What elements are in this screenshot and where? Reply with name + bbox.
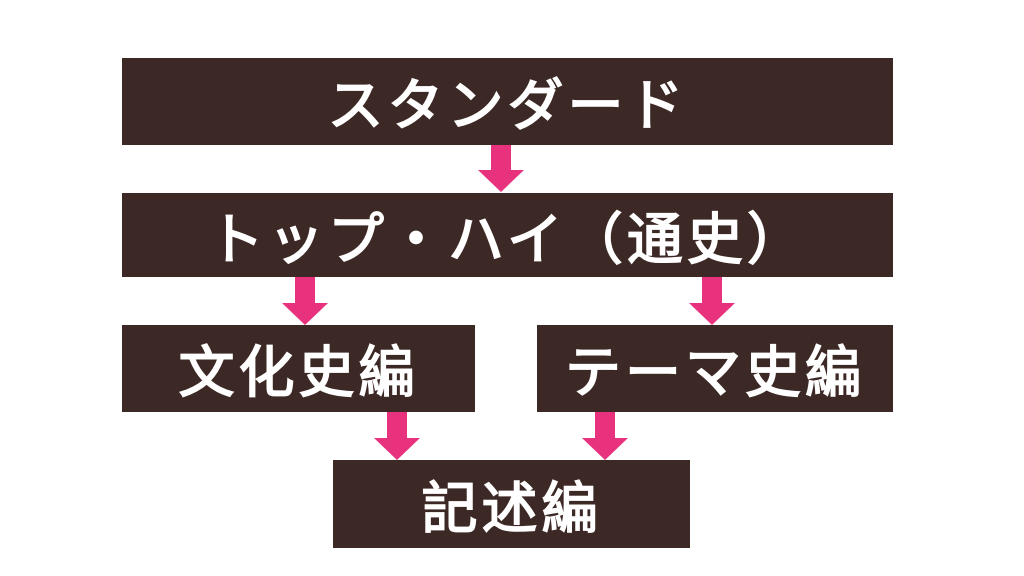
- node-essay: 記述編: [333, 460, 690, 548]
- arrow-top-high-to-culture: [282, 277, 328, 325]
- node-culture: 文化史編: [122, 325, 475, 412]
- arrow-top-high-to-theme: [689, 277, 735, 325]
- arrow-culture-to-essay: [374, 412, 420, 460]
- node-theme: テーマ史編: [537, 325, 893, 412]
- arrow-standard-to-top-high: [478, 145, 524, 192]
- node-top-high: トップ・ハイ（通史）: [122, 193, 893, 277]
- node-standard: スタンダード: [122, 58, 893, 145]
- arrow-theme-to-essay: [582, 412, 628, 460]
